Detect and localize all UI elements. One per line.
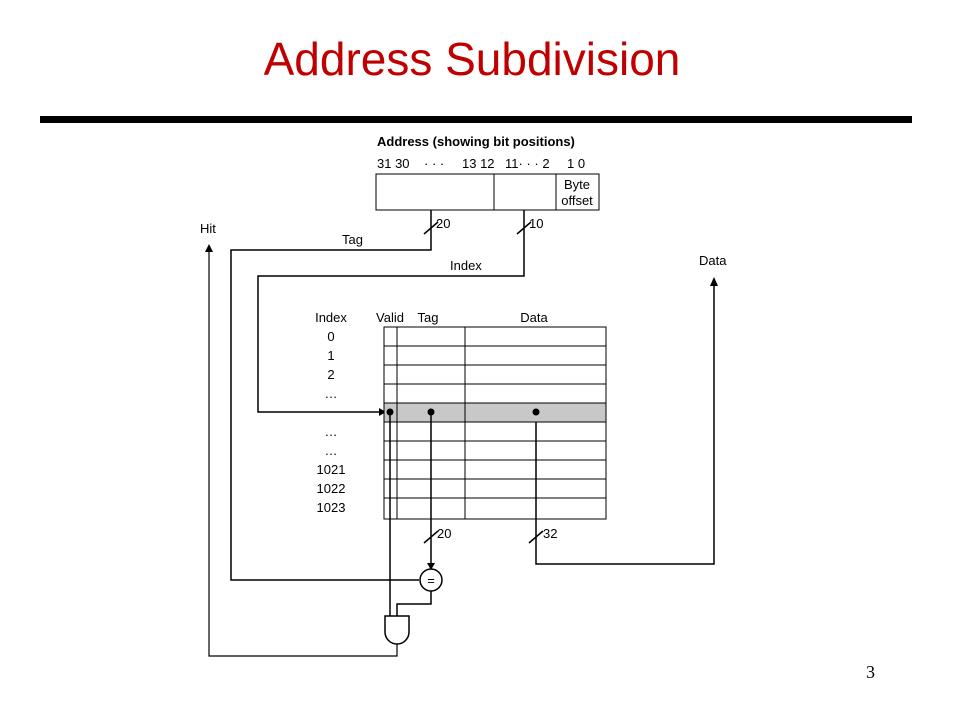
and-gate <box>384 615 410 645</box>
cache-header-data: Data <box>520 310 548 325</box>
cache-tag-width: 20 <box>437 526 451 541</box>
index-arrow <box>379 408 386 416</box>
hit-line <box>208 250 398 657</box>
cache-header-index: Index <box>315 310 347 325</box>
address-box <box>375 173 600 211</box>
cache-tag-width-slash <box>423 530 439 544</box>
cache-header-tag: Tag <box>418 310 439 325</box>
bit-label-1-0: 1 0 <box>567 156 585 171</box>
tag-bus <box>230 210 432 581</box>
bit-label-31-30: 31 30 <box>377 156 410 171</box>
selected-row-highlight <box>384 403 606 422</box>
data-tap-dot <box>532 408 540 416</box>
cache-tag-arrow <box>427 563 435 570</box>
index-label: … <box>325 443 338 458</box>
comparator-to-and-line <box>396 591 432 616</box>
byte-offset-label-2: offset <box>561 193 593 208</box>
data-bus-width-slash <box>528 530 544 544</box>
comparator-symbol: = <box>427 573 435 588</box>
data-bus-width: 32 <box>543 526 557 541</box>
page-number: 3 <box>866 662 875 682</box>
hit-label: Hit <box>200 221 216 236</box>
bit-label-11-2: 11· · · 2 <box>505 156 550 171</box>
index-label: 2 <box>327 367 334 382</box>
index-label: 1022 <box>317 481 346 496</box>
data-output-label: Data <box>699 253 727 268</box>
index-label: 1 <box>327 348 334 363</box>
index-label: … <box>325 424 338 439</box>
tag-bus-width: 20 <box>436 216 450 231</box>
index-bus <box>257 210 525 413</box>
cache-table <box>383 326 607 520</box>
index-label: 1021 <box>317 462 346 477</box>
data-output-line <box>535 284 715 565</box>
data-output-arrow <box>710 277 718 286</box>
index-bus-width: 10 <box>529 216 543 231</box>
index-label: 0 <box>327 329 334 344</box>
index-label: 1023 <box>317 500 346 515</box>
index-bus-width-slash <box>516 221 532 235</box>
bit-label-13-12: 13 12 <box>462 156 495 171</box>
index-signal-label: Index <box>450 258 482 273</box>
index-label: … <box>325 386 338 401</box>
cache-header-valid: Valid <box>376 310 404 325</box>
slide-title: Address Subdivision <box>263 33 681 85</box>
cache-row-dividers <box>384 345 606 499</box>
tag-signal-label: Tag <box>342 232 363 247</box>
byte-offset-label-1: Byte <box>564 177 590 192</box>
tag-bus-width-slash <box>423 221 439 235</box>
hit-arrow <box>205 244 213 252</box>
address-heading: Address (showing bit positions) <box>377 134 575 149</box>
title-divider <box>40 116 912 123</box>
bit-label-dots: · · · <box>424 156 444 171</box>
